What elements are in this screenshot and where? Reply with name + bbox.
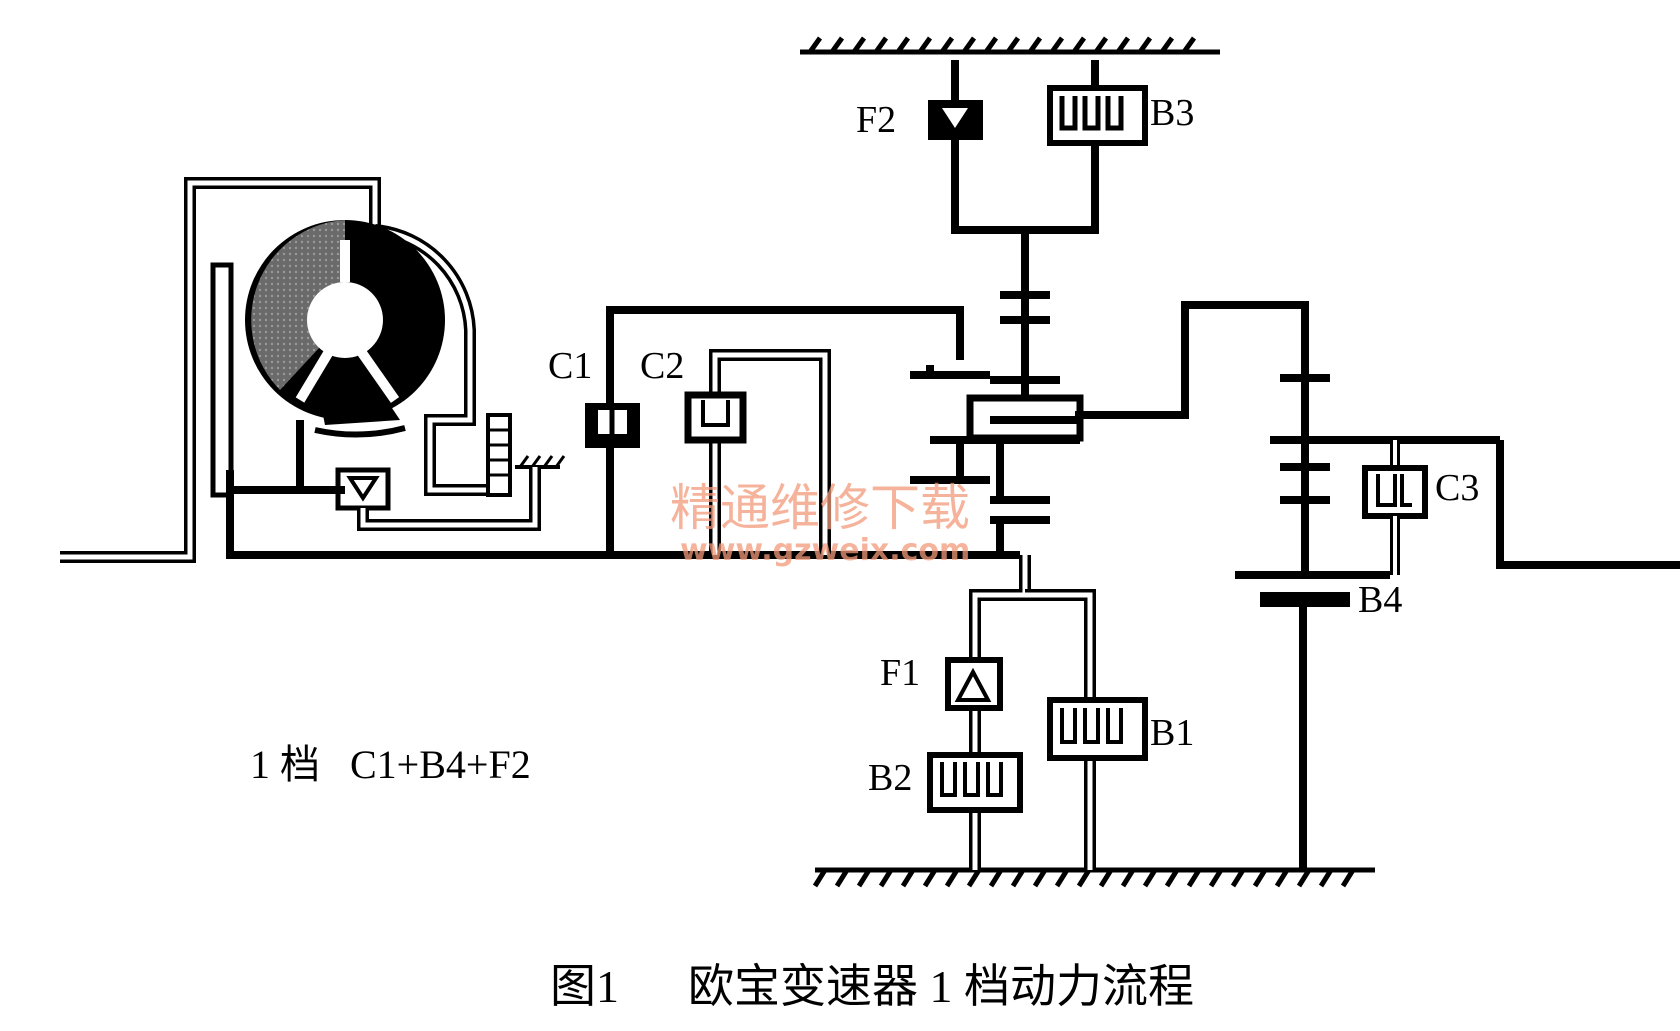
input-shaft <box>226 420 1020 559</box>
label-c1: C1 <box>548 345 592 387</box>
figure-caption: 图1 欧宝变速器 1 档动力流程 <box>550 961 1194 1012</box>
label-f1: F1 <box>880 652 920 694</box>
ground-top <box>800 36 1220 55</box>
label-b3: B3 <box>1150 92 1194 134</box>
label-c3: C3 <box>1435 467 1479 509</box>
gear-shift-label: 1 档 C1+B4+F2 <box>250 742 531 787</box>
label-b4: B4 <box>1358 579 1402 621</box>
label-f2: F2 <box>856 99 896 141</box>
brake-f2-b3 <box>928 60 1148 234</box>
ground-small <box>515 455 566 469</box>
rear-planetary <box>1075 301 1680 870</box>
brakes-lower <box>927 555 1148 870</box>
torque-converter <box>60 177 541 563</box>
clutch-c2 <box>684 349 831 555</box>
watermark-text: 精通维修下载 <box>670 479 970 537</box>
clutch-c1 <box>585 306 964 555</box>
planetary-set-1 <box>910 230 1084 555</box>
label-b2: B2 <box>868 757 912 799</box>
label-b1: B1 <box>1150 712 1194 754</box>
watermark-url: www.gzweix.com <box>680 533 970 568</box>
ground-bottom <box>812 867 1375 888</box>
label-c2: C2 <box>640 345 684 387</box>
